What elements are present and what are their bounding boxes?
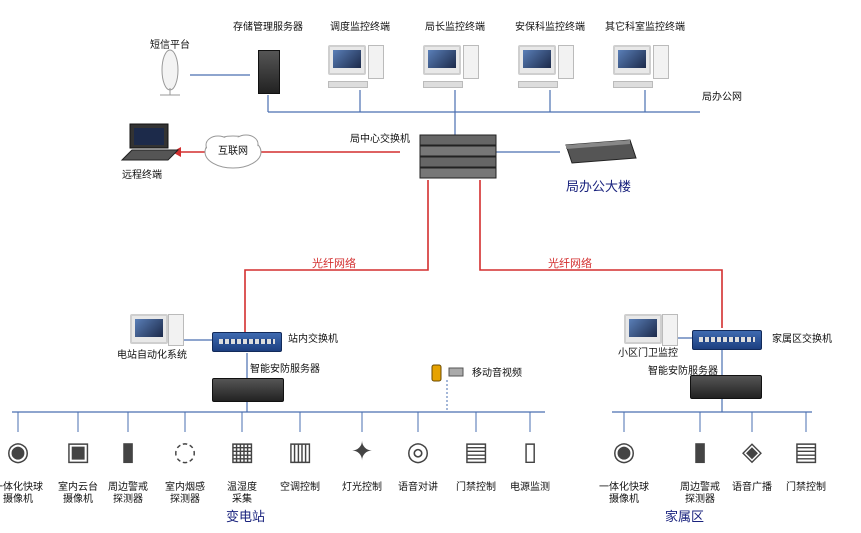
access-control-icon: ▤	[463, 437, 489, 467]
building-label: 局办公大楼	[566, 180, 632, 195]
thermo-hygrometer-icon: ▦	[229, 437, 255, 467]
fiber-right	[479, 180, 723, 328]
building-server-icon	[565, 139, 637, 164]
power-monitor-icon: ▯	[522, 437, 538, 467]
device-label: 一体化快球	[599, 482, 649, 493]
dome-camera-icon: ◉	[612, 437, 636, 467]
fiber-left-label: 光纤网络	[312, 257, 356, 270]
cloud-icon	[204, 134, 262, 169]
director-terminal-label: 局长监控终端	[425, 22, 485, 33]
device-label-line2: 探测器	[170, 494, 200, 505]
residential-server-icon	[690, 375, 762, 399]
device-label: 电源监测	[510, 482, 550, 493]
dispatch-terminal-label: 调度监控终端	[330, 22, 390, 33]
device-label-line2: 探测器	[685, 494, 715, 505]
device-label: 门禁控制	[456, 482, 496, 493]
intercom-icon: ◎	[406, 437, 430, 467]
ac-unit-icon: ▥	[287, 437, 313, 467]
fiber-left	[244, 180, 429, 332]
sms-platform-label: 短信平台	[150, 40, 190, 51]
other-terminal-label: 其它科室监控终端	[605, 22, 685, 33]
core-switch-label: 局中心交换机	[350, 134, 410, 145]
device-label: 室内烟感	[165, 482, 205, 493]
substation-title: 变电站	[226, 510, 266, 525]
light-bulb-icon: ✦	[351, 437, 373, 467]
device-label: 空调控制	[280, 482, 320, 493]
mobile-device-icon	[431, 364, 464, 382]
device-label: 语音广播	[732, 482, 772, 493]
security-terminal-label: 安保科监控终端	[515, 22, 585, 33]
core-switch-icon	[419, 134, 497, 179]
device-label: 温湿度	[227, 482, 257, 493]
device-label: 灯光控制	[342, 482, 382, 493]
device-label: 一体化快球	[0, 482, 43, 493]
antenna-icon	[160, 49, 180, 96]
substation-server-label: 智能安防服务器	[250, 364, 320, 375]
device-label: 室内云台	[58, 482, 98, 493]
residential-switch-label: 家属区交换机	[772, 334, 832, 345]
internet-label: 互联网	[218, 146, 248, 157]
device-label: 语音对讲	[398, 482, 438, 493]
device-label: 周边警戒	[680, 482, 720, 493]
remote-terminal-label: 远程终端	[122, 170, 162, 181]
storage-server-label: 存储管理服务器	[233, 22, 303, 33]
ptz-camera-icon: ▣	[65, 437, 91, 467]
residential-server-label: 智能安防服务器	[648, 366, 718, 377]
perimeter-detector-icon: ▮	[692, 437, 708, 467]
device-label-line2: 摄像机	[609, 494, 639, 505]
speaker-icon: ◈	[742, 437, 762, 467]
office-network-label: 局办公网	[702, 92, 742, 103]
mobile-video-label: 移动音视频	[472, 368, 522, 379]
device-label: 周边警戒	[108, 482, 148, 493]
fiber-right-label: 光纤网络	[548, 257, 592, 270]
device-label-line2: 摄像机	[3, 494, 33, 505]
residential-switch-icon	[692, 330, 762, 350]
auto-system-label: 电站自动化系统	[117, 350, 187, 361]
dome-camera-icon: ◉	[6, 437, 30, 467]
device-label: 门禁控制	[786, 482, 826, 493]
substation-server-icon	[212, 378, 284, 402]
substation-switch-icon	[212, 332, 282, 352]
smoke-detector-icon: ◌	[173, 437, 197, 467]
device-label-line2: 探测器	[113, 494, 143, 505]
substation-switch-label: 站内交换机	[288, 334, 338, 345]
server-tower-icon	[258, 50, 280, 94]
device-label-line2: 摄像机	[63, 494, 93, 505]
laptop-icon	[120, 123, 180, 161]
access-control-icon: ▤	[793, 437, 819, 467]
residential-title: 家属区	[665, 510, 705, 525]
gate-monitor-label: 小区门卫监控	[618, 348, 678, 359]
device-label-line2: 采集	[232, 494, 252, 505]
perimeter-detector-icon: ▮	[120, 437, 136, 467]
